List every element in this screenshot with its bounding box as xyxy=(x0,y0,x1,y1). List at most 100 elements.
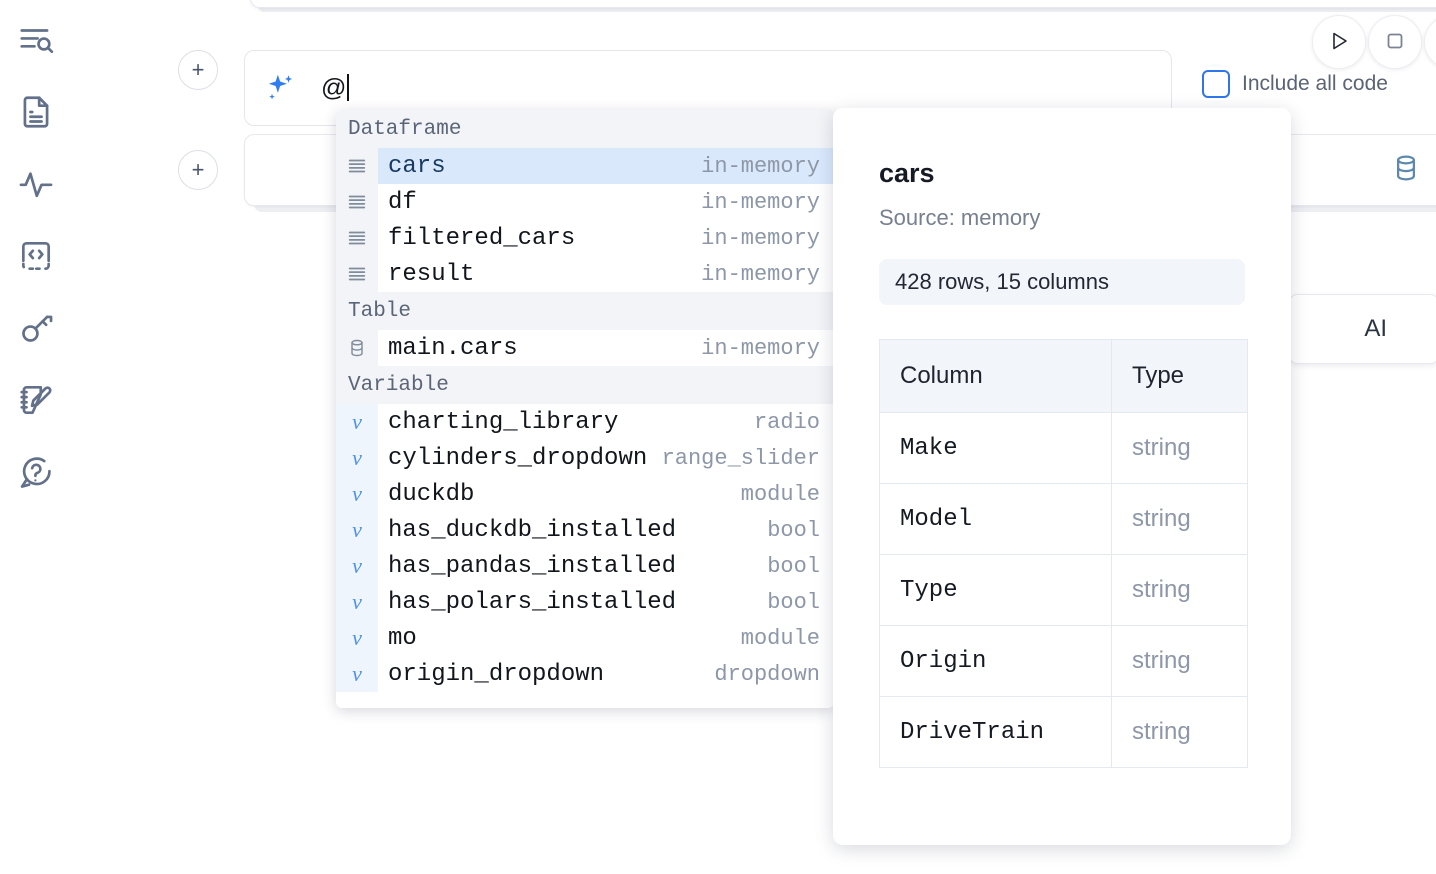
cell-column-type: string xyxy=(1111,696,1248,768)
autocomplete-item[interactable]: cars in-memory xyxy=(336,148,834,184)
ai-prompt-text: @ xyxy=(321,73,350,103)
table-header-row: Column Type xyxy=(879,339,1248,413)
cell-column-type: string xyxy=(1111,625,1248,697)
ai-prompt-value: @ xyxy=(321,73,347,102)
cell-column-name: DriveTrain xyxy=(879,696,1112,768)
autocomplete-item-name: main.cars xyxy=(388,334,518,362)
help-chat-icon xyxy=(17,453,55,491)
autocomplete-item-type: in-memory xyxy=(701,261,820,287)
file-text-icon xyxy=(17,93,55,131)
autocomplete-item-type: range_slider xyxy=(661,445,820,471)
run-button[interactable] xyxy=(1312,15,1366,69)
sidebar-item-snippets[interactable] xyxy=(12,232,60,280)
autocomplete-item-type: dropdown xyxy=(714,661,820,687)
database-icon xyxy=(336,330,378,366)
include-all-code-checkbox[interactable] xyxy=(1202,70,1230,98)
square-stop-icon xyxy=(1383,29,1407,56)
column-header-column: Column xyxy=(879,339,1112,413)
autocomplete-item-name: has_duckdb_installed xyxy=(388,516,677,544)
database-icon[interactable] xyxy=(1391,153,1421,188)
activity-icon xyxy=(17,165,55,203)
sparkles-icon xyxy=(263,71,297,105)
autocomplete-item-type: module xyxy=(740,625,820,651)
autocomplete-group-label: Dataframe xyxy=(336,110,834,148)
sidebar-item-activity[interactable] xyxy=(12,160,60,208)
variable-icon: v xyxy=(336,404,378,440)
autocomplete-item-type: in-memory xyxy=(701,335,820,361)
cell-column-name: Type xyxy=(879,554,1112,626)
variable-icon: v xyxy=(336,512,378,548)
autocomplete-group-label: Variable xyxy=(336,366,834,404)
include-all-code-label: Include all code xyxy=(1242,72,1388,95)
play-icon xyxy=(1327,29,1351,56)
autocomplete-item-name: duckdb xyxy=(388,480,475,508)
ai-hint-text: AI xyxy=(1364,315,1387,342)
rows-icon xyxy=(336,148,378,184)
autocomplete-item-type: bool xyxy=(767,553,820,579)
cell-column-type: string xyxy=(1111,554,1248,626)
cell-column-type: string xyxy=(1111,412,1248,484)
more-options-button[interactable] xyxy=(1424,15,1436,69)
autocomplete-item[interactable]: v charting_library radio xyxy=(336,404,834,440)
variable-icon: v xyxy=(336,620,378,656)
autocomplete-item-name: has_pandas_installed xyxy=(388,552,677,580)
dataframe-info-panel: cars Source: memory 428 rows, 15 columns… xyxy=(833,108,1291,845)
autocomplete-item-type: module xyxy=(740,481,820,507)
sidebar-item-secrets[interactable] xyxy=(12,304,60,352)
info-panel-title: cars xyxy=(879,158,935,188)
autocomplete-item-type: in-memory xyxy=(701,153,820,179)
left-sidebar xyxy=(0,0,72,874)
column-header-type: Type xyxy=(1111,339,1248,413)
sidebar-item-help[interactable] xyxy=(12,448,60,496)
sidebar-item-scratchpad[interactable] xyxy=(12,376,60,424)
autocomplete-group-label: Table xyxy=(336,292,834,330)
autocomplete-item-name: result xyxy=(388,260,475,288)
cell-column-name: Model xyxy=(879,483,1112,555)
sidebar-item-explore[interactable] xyxy=(12,16,60,64)
cell-card-top-shadow xyxy=(258,6,1436,12)
include-all-code-row[interactable]: Include all code xyxy=(1202,70,1388,98)
autocomplete-item-name: df xyxy=(388,188,417,216)
autocomplete-item-type: in-memory xyxy=(701,225,820,251)
rows-icon xyxy=(336,184,378,220)
autocomplete-item-name: has_polars_installed xyxy=(388,588,677,616)
autocomplete-item[interactable]: result in-memory xyxy=(336,256,834,292)
autocomplete-item[interactable]: v has_polars_installed bool xyxy=(336,584,834,620)
info-panel-shape: 428 rows, 15 columns xyxy=(879,259,1245,305)
autocomplete-item[interactable]: v cylinders_dropdown range_slider xyxy=(336,440,834,476)
autocomplete-item-type: radio xyxy=(753,409,820,435)
variable-icon: v xyxy=(336,656,378,692)
cell-column-name: Origin xyxy=(879,625,1112,697)
notebook-pencil-icon xyxy=(17,381,55,419)
explore-icon xyxy=(17,21,55,59)
variable-icon: v xyxy=(336,584,378,620)
autocomplete-item[interactable]: v has_duckdb_installed bool xyxy=(336,512,834,548)
autocomplete-item[interactable]: main.cars in-memory xyxy=(336,330,834,366)
add-cell-button-bottom[interactable]: + xyxy=(178,150,218,190)
autocomplete-item-type: bool xyxy=(767,517,820,543)
variable-icon: v xyxy=(336,476,378,512)
autocomplete-item-name: charting_library xyxy=(388,408,619,436)
cell-column-name: Make xyxy=(879,412,1112,484)
add-cell-button-top[interactable]: + xyxy=(178,50,218,90)
autocomplete-item-name: cars xyxy=(388,152,446,180)
stop-button[interactable] xyxy=(1368,15,1422,69)
text-caret xyxy=(347,73,350,101)
variable-icon: v xyxy=(336,440,378,476)
autocomplete-item-type: bool xyxy=(767,589,820,615)
sidebar-item-files[interactable] xyxy=(12,88,60,136)
autocomplete-item-name: cylinders_dropdown xyxy=(388,444,648,472)
